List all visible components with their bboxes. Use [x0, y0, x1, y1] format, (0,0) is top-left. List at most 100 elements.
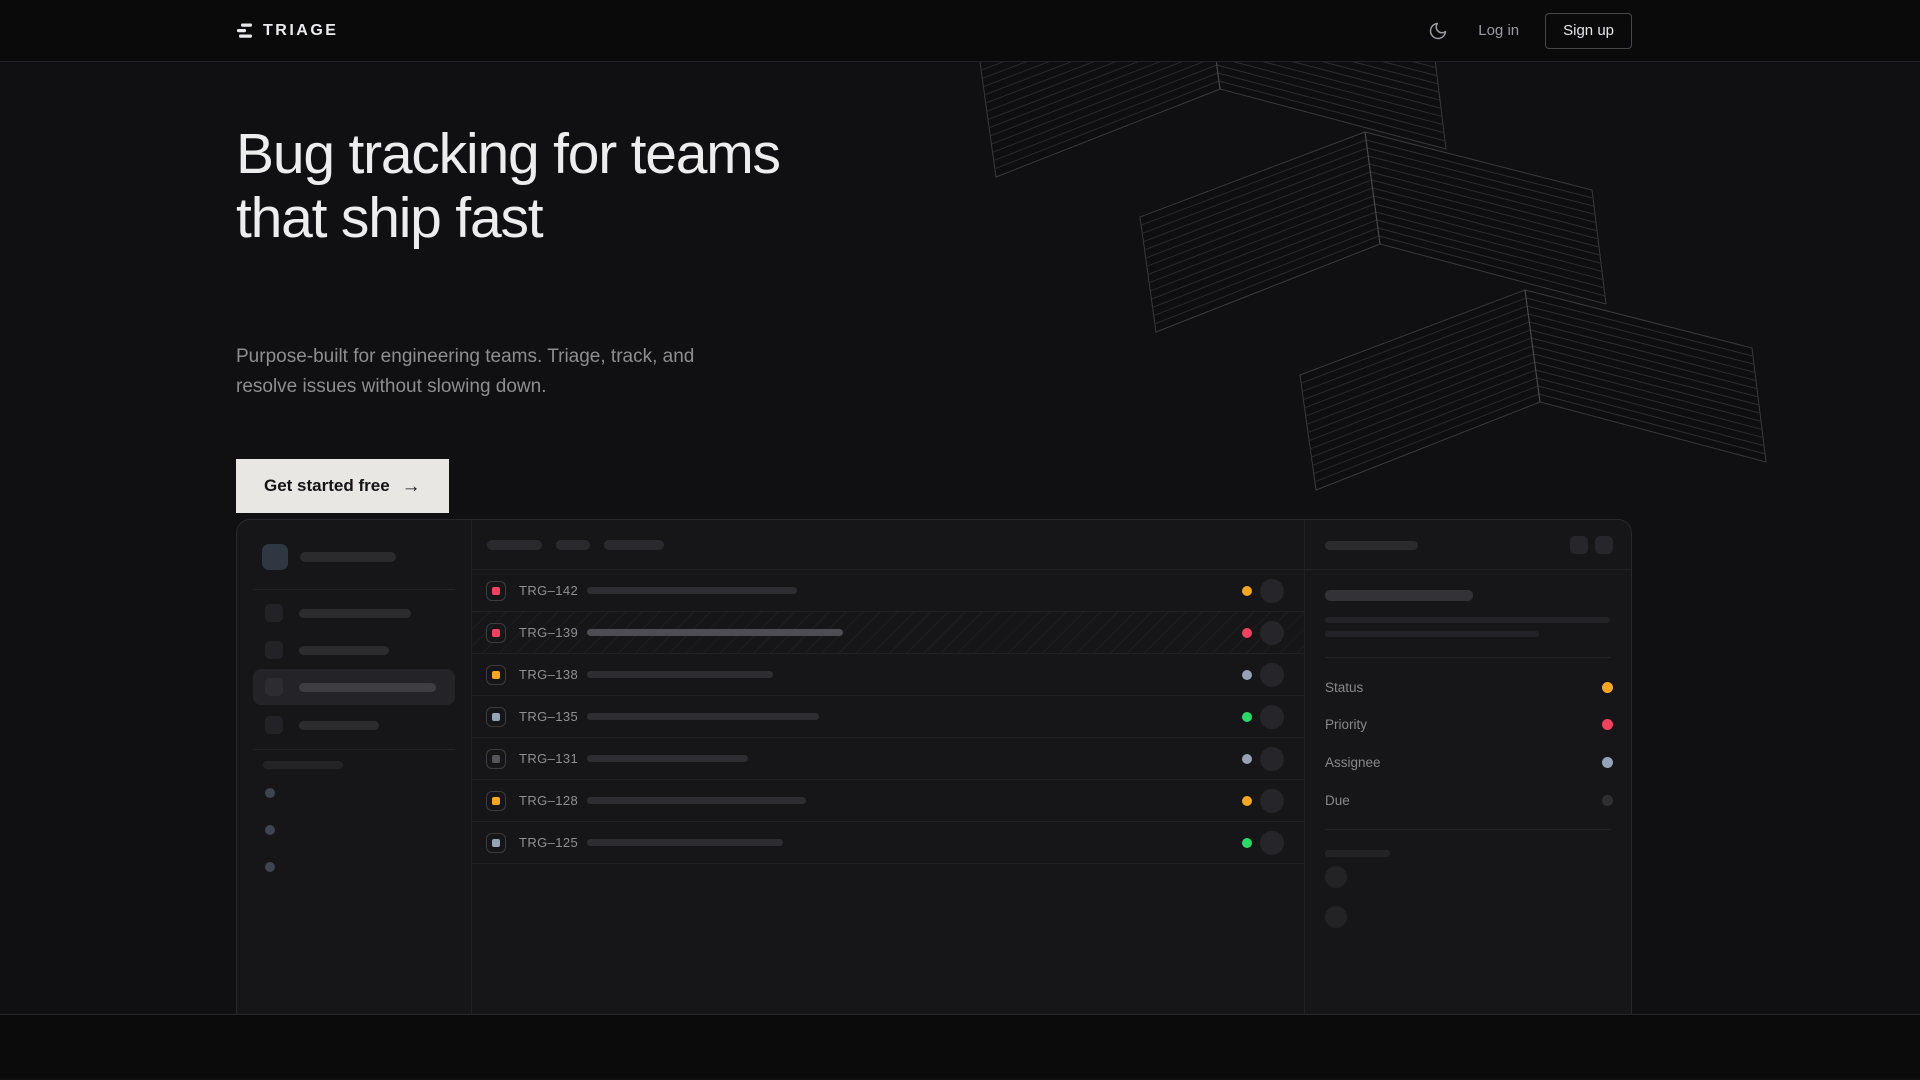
issue-title-placeholder	[587, 713, 819, 720]
moon-icon	[1430, 22, 1447, 39]
detail-title-placeholder	[1325, 590, 1473, 601]
issue-row: TRG–139	[472, 612, 1304, 654]
assignee-avatar-placeholder	[1260, 704, 1284, 729]
wireframe-decoration	[979, 62, 1767, 491]
hero-heading-line2: that ship fast	[236, 186, 544, 250]
due-dot	[1602, 794, 1613, 806]
triage-logo-icon	[237, 23, 252, 38]
hero-heading: Bug tracking for teams that ship fast	[236, 122, 781, 250]
status-dot	[1242, 627, 1252, 638]
divider	[1325, 829, 1611, 830]
issue-row: TRG–131	[472, 738, 1304, 780]
login-link[interactable]: Log in	[1478, 22, 1520, 39]
divider	[253, 749, 455, 750]
detail-action-placeholder	[1595, 536, 1613, 554]
divider	[1325, 657, 1611, 658]
detail-header-placeholder	[1325, 541, 1418, 550]
sidebar-item-label-placeholder	[299, 720, 379, 730]
hero-subtitle: Purpose-built for engineering teams. Tri…	[236, 346, 695, 397]
filter-pill-placeholder	[604, 539, 664, 550]
issue-title-placeholder	[587, 839, 783, 846]
issue-type-icon	[486, 748, 506, 769]
sidebar-item-icon	[265, 604, 283, 622]
mockup-issue-list: TRG–142 TRG–139 TRG–138	[472, 520, 1304, 1014]
top-navbar: TRIAGE Log in Sign up	[0, 0, 1920, 62]
issue-type-icon	[486, 790, 506, 811]
sidebar-item-active-placeholder	[253, 669, 455, 705]
status-dot	[1242, 585, 1252, 596]
issue-id: TRG–135	[519, 709, 579, 724]
assignee-avatar-placeholder	[1260, 746, 1284, 771]
sidebar-item-icon	[265, 641, 283, 659]
status-dot	[1242, 669, 1252, 680]
page-footer	[0, 1015, 1920, 1079]
sidebar-item-placeholder	[253, 595, 455, 631]
sidebar-item-icon	[265, 678, 283, 696]
detail-desc-placeholder	[1325, 617, 1610, 623]
field-label: Status	[1325, 679, 1364, 695]
issue-list-header	[472, 520, 1304, 570]
status-dot	[1242, 711, 1252, 722]
issue-title-placeholder	[587, 797, 806, 804]
detail-field-priority: Priority	[1325, 714, 1613, 734]
section-label-placeholder	[263, 761, 343, 769]
detail-header	[1305, 520, 1631, 570]
field-label: Due	[1325, 792, 1350, 808]
status-dot	[1242, 837, 1252, 848]
issue-id: TRG–142	[519, 583, 579, 598]
brand-name: TRIAGE	[263, 21, 339, 39]
issue-title-placeholder	[587, 755, 748, 762]
get-started-button[interactable]: Get started free →	[236, 459, 449, 513]
issue-id: TRG–125	[519, 835, 579, 850]
assignee-avatar-placeholder	[1260, 620, 1284, 645]
sidebar-dot-placeholder	[265, 788, 275, 798]
app-mockup: TRG–142 TRG–139 TRG–138	[236, 519, 1632, 1014]
issue-type-icon	[486, 664, 506, 685]
detail-desc-placeholder	[1325, 631, 1539, 637]
brand-logo[interactable]: TRIAGE	[236, 22, 338, 40]
divider	[253, 589, 455, 590]
comment-avatar-placeholder	[1325, 866, 1347, 888]
theme-toggle-button[interactable]	[1424, 17, 1452, 45]
hero-heading-line1: Bug tracking for teams	[236, 122, 781, 186]
sidebar-item-placeholder	[253, 632, 455, 668]
priority-dot	[1602, 718, 1613, 730]
detail-field-due: Due	[1325, 790, 1613, 810]
issue-type-icon	[486, 706, 506, 727]
assignee-avatar-placeholder	[1260, 662, 1284, 687]
issue-row: TRG–128	[472, 780, 1304, 822]
sidebar-item-label-placeholder	[299, 608, 411, 618]
issue-id: TRG–139	[519, 625, 579, 640]
assignee-avatar-placeholder	[1260, 788, 1284, 813]
assignee-avatar-placeholder	[1260, 830, 1284, 855]
issue-title-placeholder	[587, 671, 773, 678]
assignee-dot	[1602, 756, 1613, 768]
arrow-right-icon: →	[401, 475, 421, 497]
status-dot	[1602, 681, 1613, 693]
issue-row: TRG–142	[472, 570, 1304, 612]
detail-action-placeholder	[1570, 536, 1588, 554]
sidebar-item-label-placeholder	[299, 682, 436, 692]
sidebar-item-placeholder	[253, 707, 455, 743]
get-started-label: Get started free	[264, 476, 390, 495]
issue-title-placeholder	[587, 629, 843, 636]
issue-row: TRG–138	[472, 654, 1304, 696]
mockup-detail-panel: Status Priority Assignee Due	[1304, 520, 1631, 1014]
comment-avatar-placeholder	[1325, 906, 1347, 928]
issue-title-placeholder	[587, 587, 797, 594]
sidebar-dot-placeholder	[265, 862, 275, 872]
signup-button[interactable]: Sign up	[1545, 12, 1632, 49]
sidebar-item-icon	[265, 716, 283, 734]
hero-section: Bug tracking for teams that ship fast Pu…	[0, 62, 1920, 1015]
workspace-name-placeholder	[300, 552, 396, 562]
issue-row: TRG–135	[472, 696, 1304, 738]
sidebar-item-label-placeholder	[299, 645, 389, 655]
filter-pill-placeholder	[556, 539, 590, 550]
filter-pill-placeholder	[487, 539, 542, 550]
assignee-avatar-placeholder	[1260, 578, 1284, 603]
detail-field-assignee: Assignee	[1325, 752, 1613, 772]
issue-type-icon	[486, 622, 506, 643]
issue-type-icon	[486, 832, 506, 853]
comments-label-placeholder	[1325, 850, 1390, 857]
